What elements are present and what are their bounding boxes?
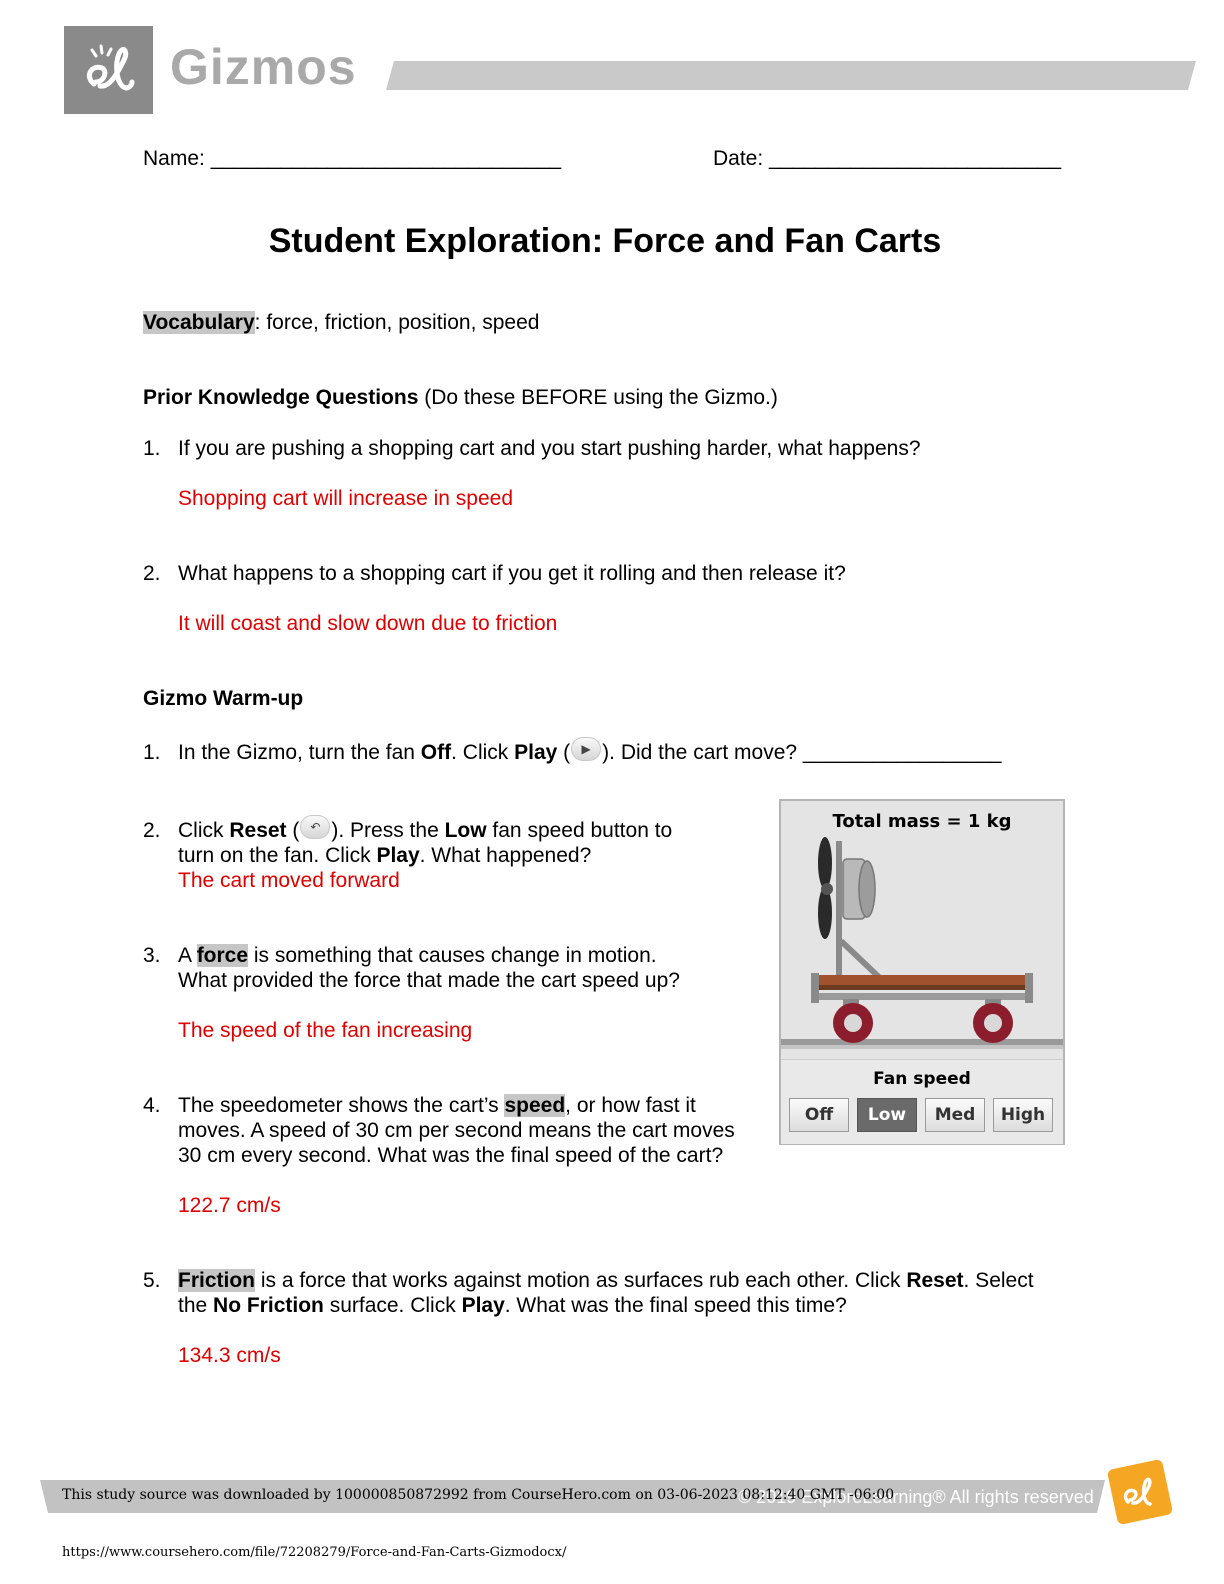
warmup-q3-line1: A force is something that causes change … — [178, 943, 657, 968]
warmup-q1-part: ). Did the cart move? _________________ — [602, 741, 1002, 764]
warmup-q4-number: 4. — [143, 1094, 161, 1117]
warmup-q2-play: Play — [376, 844, 420, 867]
warmup-q2-part: . What happened? — [419, 844, 592, 867]
warmup-heading: Gizmo Warm-up — [143, 687, 304, 710]
warmup-q2-line2: turn on the fan. Click Play. What happen… — [178, 843, 591, 868]
total-mass-readout: Total mass = 1 kg — [832, 811, 1012, 832]
warmup-q4-answer: 122.7 cm/s — [178, 1194, 281, 1217]
explorelearning-logo — [64, 26, 153, 114]
gizmo-panel: Total mass = 1 kg Fan speed Off Low Med … — [779, 799, 1065, 1145]
vocabulary-terms: : force, friction, position, speed — [254, 311, 540, 334]
date-field: Date: _________________________ — [713, 146, 1061, 171]
pk-q1-number: 1. — [143, 437, 161, 460]
warmup-q4-line3: 30 cm every second. What was the final s… — [178, 1144, 724, 1167]
warmup-q1-number: 1. — [143, 741, 161, 764]
warmup-q3-term: force — [196, 944, 249, 967]
footer-bar — [40, 1480, 1105, 1513]
warmup-q2-part: ). Press the — [331, 819, 445, 842]
fan-off-button[interactable]: Off — [789, 1098, 849, 1132]
reset-icon: ↶ — [300, 815, 331, 840]
warmup-q2-reset: Reset — [229, 819, 287, 842]
warmup-q3-part: is something that causes change in motio… — [248, 944, 657, 967]
warmup-q4-part: , or how fast it — [565, 1094, 696, 1117]
warmup-q5-part: surface. Click — [323, 1294, 462, 1317]
warmup-q3-line2: What provided the force that made the ca… — [178, 969, 680, 992]
vocabulary-line: Vocabulary: force, friction, position, s… — [143, 310, 539, 335]
header-bar — [386, 61, 1196, 90]
warmup-q1-part: ( — [557, 741, 571, 764]
pk-q2-text: What happens to a shopping cart if you g… — [178, 562, 846, 585]
warmup-q2-part: Click — [178, 819, 230, 842]
pk-q1-answer: Shopping cart will increase in speed — [178, 487, 514, 510]
date-blank: _________________________ — [769, 147, 1062, 170]
warmup-q5-part: . What was the final speed this time? — [504, 1294, 847, 1317]
brand-title: Gizmos — [170, 39, 357, 95]
fan-low-button[interactable]: Low — [857, 1098, 917, 1132]
pk-q1-text: If you are pushing a shopping cart and y… — [178, 437, 921, 460]
warmup-q1-part: . Click — [451, 741, 515, 764]
warmup-q4-part: The speedometer shows the cart’s — [178, 1094, 505, 1117]
warmup-q2-low: Low — [444, 819, 487, 842]
warmup-q3-answer: The speed of the fan increasing — [178, 1019, 473, 1042]
fan-high-button[interactable]: High — [993, 1098, 1053, 1132]
vocabulary-label: Vocabulary — [143, 311, 255, 334]
name-blank: ______________________________ — [210, 147, 562, 170]
warmup-q3-number: 3. — [143, 944, 161, 967]
play-icon: ▶ — [571, 737, 602, 762]
prior-knowledge-heading: Prior Knowledge Questions (Do these BEFO… — [143, 385, 778, 410]
prior-knowledge-title: Prior Knowledge Questions — [143, 386, 419, 409]
warmup-q2-part: fan speed button to — [486, 819, 673, 842]
warmup-q1-play: Play — [514, 741, 558, 764]
el-footer-logo-icon — [1107, 1459, 1173, 1525]
pk-q2-answer: It will coast and slow down due to frict… — [178, 612, 558, 635]
pk-q2-number: 2. — [143, 562, 161, 585]
name-field: Name: ______________________________ — [143, 146, 561, 171]
warmup-q1-part: In the Gizmo, turn the fan — [178, 741, 421, 764]
warmup-q2-number: 2. — [143, 819, 161, 842]
warmup-q1-off: Off — [420, 741, 452, 764]
warmup-q5-line1: Friction is a force that works against m… — [178, 1268, 1034, 1293]
warmup-q2-part: ( — [286, 819, 300, 842]
date-label: Date: — [713, 147, 764, 170]
warmup-q5-play: Play — [461, 1294, 505, 1317]
warmup-q5-part: is a force that works against motion as … — [255, 1269, 907, 1292]
warmup-q4-line2: moves. A speed of 30 cm per second means… — [178, 1119, 735, 1142]
warmup-q5-number: 5. — [143, 1269, 161, 1292]
footer-copyright: © 2019 ExploreLearning® All rights reser… — [738, 1487, 1094, 1507]
page-title: Student Exploration: Force and Fan Carts — [268, 222, 942, 260]
download-watermark: This study source was downloaded by 1000… — [62, 1487, 895, 1503]
warmup-q1-text: In the Gizmo, turn the fan Off. Click Pl… — [178, 737, 1002, 765]
warmup-q5-part: the — [178, 1294, 214, 1317]
warmup-q2-line1: Click Reset (↶). Press the Low fan speed… — [178, 815, 673, 843]
warmup-q3-part: A — [178, 944, 197, 967]
warmup-q2-answer: The cart moved forward — [178, 869, 400, 892]
warmup-q5-part: . Select — [963, 1269, 1034, 1292]
source-url[interactable]: https://www.coursehero.com/file/72208279… — [62, 1545, 567, 1560]
fan-med-button[interactable]: Med — [925, 1098, 985, 1132]
warmup-q5-no-friction: No Friction — [213, 1294, 324, 1317]
warmup-q5-answer: 134.3 cm/s — [178, 1344, 281, 1367]
name-label: Name: — [143, 147, 205, 170]
warmup-q5-term: Friction — [178, 1269, 255, 1292]
fan-speed-label: Fan speed — [873, 1069, 971, 1089]
fan-speed-controls: Fan speed Off Low Med High — [781, 1059, 1063, 1144]
warmup-q5-reset: Reset — [906, 1269, 964, 1292]
warmup-q5-line2: the No Friction surface. Click Play. Wha… — [178, 1293, 847, 1318]
warmup-q4-term: speed — [504, 1094, 566, 1117]
fan-cart-scene — [781, 837, 1063, 1049]
el-logo-icon — [87, 44, 135, 91]
warmup-q4-line1: The speedometer shows the cart’s speed, … — [178, 1093, 696, 1118]
warmup-q2-part: turn on the fan. Click — [178, 844, 377, 867]
prior-knowledge-note: (Do these BEFORE using the Gizmo.) — [418, 386, 778, 409]
